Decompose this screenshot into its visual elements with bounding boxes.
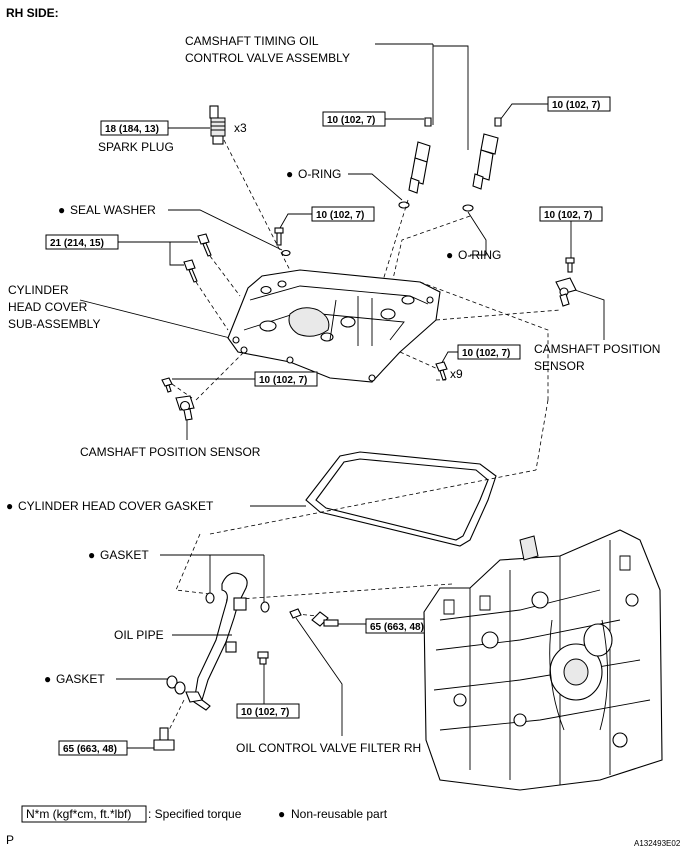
legend-torque-box: N*m (kgf*cm, ft.*lbf) [21,805,147,823]
svg-text:65 (663, 48): 65 (663, 48) [370,622,424,633]
head-cover-label-line1: CYLINDER [8,283,69,297]
ocv-dashed-path [379,199,471,293]
svg-text:10 (102, 7): 10 (102, 7) [259,375,307,386]
ocv-filter-part [289,608,302,619]
seal-washer-mark: ● [58,203,65,217]
cam-sensor-left-dashed-path [171,351,245,401]
cam-sensor-right-torque-box: 10 (102, 7) [539,206,603,222]
head-cover-part [227,269,441,383]
head-cover-gasket-part [305,451,497,547]
svg-text:10 (102, 7): 10 (102, 7) [552,100,600,111]
oil-pipe-bolt-part [257,651,269,665]
svg-text:10 (102, 7): 10 (102, 7) [241,707,289,718]
svg-text:N*m (kgf*cm, ft.*lbf): N*m (kgf*cm, ft.*lbf) [26,807,131,821]
section-title: RH SIDE: [6,6,59,20]
cam-sensor-right-leader [574,289,605,340]
head-cover-label-line3: SUB-ASSEMBLY [8,317,100,331]
ocv-right-part [472,117,502,190]
ocv-left-part [408,117,432,194]
spark-plug-torque-box: 18 (184, 13) [100,120,169,136]
svg-text:10 (102, 7): 10 (102, 7) [327,115,375,126]
head-cover-bolt-1-part [197,233,212,257]
cam-sensor-left-torque-box: 10 (102, 7) [254,371,318,387]
ocv-right-bolt-leader [499,103,548,121]
o-ring-1-leader [348,173,403,201]
gasket-1b-part [260,601,270,613]
o-ring-1-mark: ● [286,167,293,181]
cam-sensor-right-label-line1: CAMSHAFT POSITION [534,342,660,356]
head-cover-bolt-leader [118,241,198,266]
head-cover-gasket-mark: ● [6,499,13,513]
gasket-2-mark: ● [44,672,51,686]
ocv-filter-label: OIL CONTROL VALVE FILTER RH [236,741,421,755]
oil-pipe-label: OIL PIPE [114,628,164,642]
svg-text:18 (184, 13): 18 (184, 13) [105,124,159,135]
legend-non-reusable-mark: ● [278,807,285,821]
head-cover-stud-torque-box: 10 (102, 7) [311,206,375,222]
gasket-2-part [166,675,186,695]
figure-id: A132493E02 [634,839,681,848]
oil-pipe-part [185,572,248,711]
seal-washer-part [281,249,291,257]
cover-bolt-part [435,361,448,381]
cam-sensor-left-bolt-part [161,377,173,393]
head-cover-label-line2: HEAD COVER [8,300,88,314]
head-cover-bolt-2-part [183,259,198,283]
ocv-right-torque-box: 10 (102, 7) [547,96,611,112]
cover-bolts-torque-box: 10 (102, 7) [457,344,521,360]
gasket-1-leader [160,554,265,602]
spark-plug-part [209,105,226,145]
svg-text:10 (102, 7): 10 (102, 7) [462,348,510,359]
head-cover-bolt-dashed-path [195,255,241,331]
gasket-2-label: GASKET [56,672,105,686]
cam-sensor-right-bolt-part [565,257,575,273]
head-cover-bolt-torque-box: 21 (214, 15) [45,234,119,250]
gasket-dashed-path [535,399,549,471]
gasket-1-mark: ● [88,548,95,562]
cam-sensor-right-part [555,277,577,307]
o-ring-2-part [462,204,474,212]
ocv-filter-leader [295,617,343,736]
spark-plug-label: SPARK PLUG [98,140,174,154]
union-bolt-lower-part [153,727,175,751]
ocv-assembly-leader [375,43,469,150]
gasket-1-label: GASKET [100,548,149,562]
cam-sensor-left-label: CAMSHAFT POSITION SENSOR [80,445,261,459]
spark-plug-dashed-path [223,139,301,291]
section-code: P [6,833,14,847]
seal-washer-label: SEAL WASHER [70,203,156,217]
seal-washer-leader [168,209,283,251]
cover-bolts-leader [439,351,458,367]
oil-pipe-bolt-torque-box: 10 (102, 7) [236,703,300,719]
o-ring-1-label: O-RING [298,167,341,181]
union-bolt-lower-torque-box: 65 (663, 48) [58,740,128,756]
head-cover-leader [79,299,231,339]
svg-text:10 (102, 7): 10 (102, 7) [316,210,364,221]
head-cover-stud-leader [279,213,312,229]
o-ring-2-mark: ● [446,248,453,262]
head-cover-gasket-label: CYLINDER HEAD COVER GASKET [18,499,214,513]
cam-sensor-left-part [175,395,195,421]
gasket-1a-part [205,592,215,604]
legend-non-reusable-label: Non-reusable part [291,807,388,821]
cam-sensor-right-label-line2: SENSOR [534,359,585,373]
svg-text:21 (214, 15): 21 (214, 15) [50,238,104,249]
o-ring-2-label: O-RING [458,248,501,262]
legend-torque-desc: : Specified torque [148,807,242,821]
svg-text:10 (102, 7): 10 (102, 7) [544,210,592,221]
svg-text:65 (663, 48): 65 (663, 48) [63,744,117,755]
spark-plug-qty: x3 [234,121,247,135]
o-ring-2-leader [467,211,487,256]
cover-bolts-qty: x9 [450,367,463,381]
ocv-assembly-label-line1: CAMSHAFT TIMING OIL [185,34,319,48]
head-cover-stud-part [274,227,284,246]
ocv-assembly-label-line2: CONTROL VALVE ASSEMBLY [185,51,350,65]
engine-block-illustration [423,529,663,791]
union-bolt-upper-part [311,611,339,627]
ocv-left-torque-box: 10 (102, 7) [322,111,386,127]
